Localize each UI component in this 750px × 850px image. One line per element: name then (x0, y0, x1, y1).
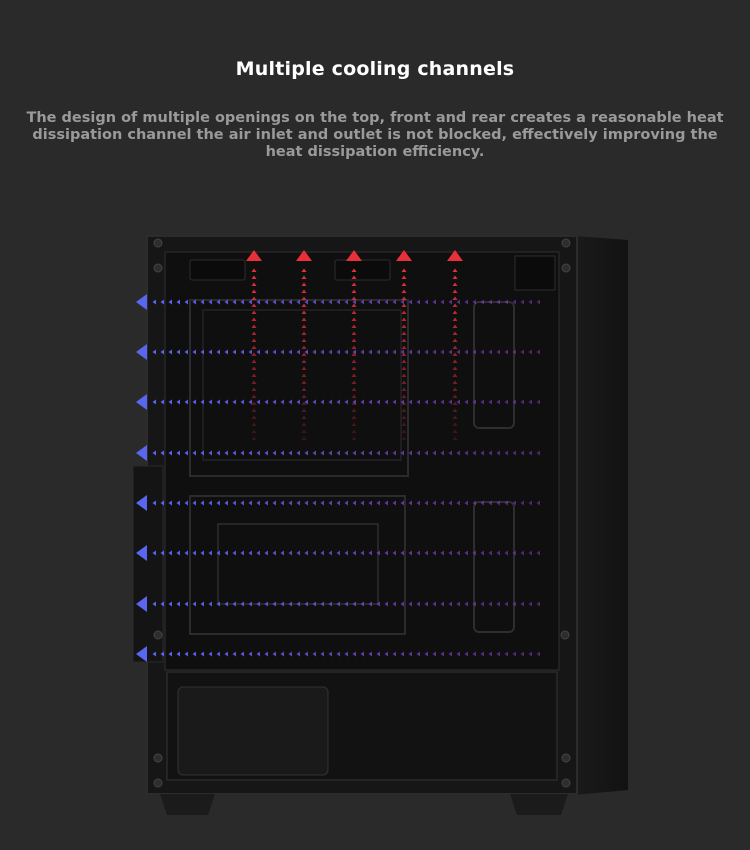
intake-arrow-icon (136, 495, 147, 511)
intake-channel (136, 344, 540, 360)
intake-channel (136, 445, 540, 461)
section-title: Multiple cooling channels (235, 58, 515, 80)
exhaust-arrow-icon (447, 250, 463, 261)
intake-channel (136, 646, 540, 662)
intake-arrow-icon (136, 294, 147, 310)
intake-arrow-icon (136, 545, 147, 561)
intake-channel (136, 545, 540, 561)
intake-channel (136, 294, 540, 310)
exhaust-channel (346, 250, 362, 440)
exhaust-arrow-icon (396, 250, 412, 261)
intake-arrow-icon (136, 394, 147, 410)
exhaust-arrow-icon (296, 250, 312, 261)
intake-arrow-icon (136, 596, 147, 612)
intake-airflow (136, 294, 540, 662)
intake-channel (136, 394, 540, 410)
exhaust-arrow-icon (346, 250, 362, 261)
exhaust-arrow-icon (246, 250, 262, 261)
section-description: The design of multiple openings on the t… (26, 110, 724, 160)
exhaust-channel (296, 250, 312, 440)
intake-arrow-icon (136, 646, 147, 662)
case-body (132, 235, 628, 815)
exhaust-channel (447, 250, 463, 440)
intake-channel (136, 495, 540, 511)
intake-arrow-icon (136, 445, 147, 461)
intake-arrow-icon (136, 344, 147, 360)
intake-channel (136, 596, 540, 612)
exhaust-channel (246, 250, 262, 440)
